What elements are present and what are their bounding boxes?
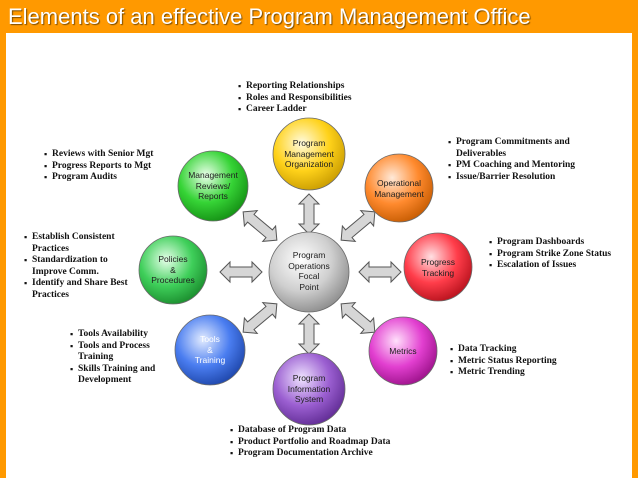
bullets-metrics: Data Tracking Metric Status Reporting Me… xyxy=(450,344,557,379)
bullet-item: Reviews with Senior Mgt xyxy=(44,149,153,161)
bullets-operational: Program Commitments and Deliverables PM … xyxy=(448,137,618,183)
bullet-item: Establish Consistent Practices xyxy=(24,232,132,255)
node-policies-label: Policies & Procedures xyxy=(151,254,195,285)
bullet-item: Career Ladder xyxy=(238,104,352,116)
bullet-item: Program Audits xyxy=(44,172,153,184)
node-metrics-circle xyxy=(368,316,438,386)
bullet-item: Tools Availability xyxy=(70,329,180,341)
bullet-item: Program Documentation Archive xyxy=(230,448,390,460)
bullets-policies: Establish Consistent Practices Standardi… xyxy=(24,232,132,302)
bullet-item: Database of Program Data xyxy=(230,425,390,437)
bullet-item: Skills Training and Development xyxy=(70,364,180,387)
bullet-item: Program Strike Zone Status xyxy=(489,249,629,261)
arrow-center-pmo xyxy=(297,193,321,235)
bullet-item: Issue/Barrier Resolution xyxy=(448,172,618,184)
bullet-item: Metric Status Reporting xyxy=(450,356,557,368)
bullets-information: Database of Program Data Product Portfol… xyxy=(230,425,390,460)
node-reviews-circle xyxy=(177,150,249,222)
bullets-reviews: Reviews with Senior Mgt Progress Reports… xyxy=(44,149,153,184)
node-metrics-label: Metrics xyxy=(389,346,417,356)
bullet-item: Program Dashboards xyxy=(489,237,629,249)
node-pmo-circle xyxy=(272,117,346,191)
bullets-progress: Program Dashboards Program Strike Zone S… xyxy=(489,237,629,272)
bullet-item: Progress Reports to Mgt xyxy=(44,161,153,173)
bullets-pmo: Reporting Relationships Roles and Respon… xyxy=(238,81,352,116)
arrow-center-policies xyxy=(219,260,263,284)
bullet-item: Metric Trending xyxy=(450,367,557,379)
bullet-item: Product Portfolio and Roadmap Data xyxy=(230,437,390,449)
node-policies-circle xyxy=(138,235,208,305)
bullet-item: Escalation of Issues xyxy=(489,260,629,272)
bullet-item: Identify and Share Best Practices xyxy=(24,278,132,301)
node-operational-label: Operational Management xyxy=(374,178,424,199)
bullet-item: Data Tracking xyxy=(450,344,557,356)
node-progress-circle xyxy=(403,232,473,302)
arrow-center-progress xyxy=(358,260,402,284)
bullet-item: Program Commitments and Deliverables xyxy=(448,137,618,160)
pmo-diagram xyxy=(138,117,473,426)
bullet-item: PM Coaching and Mentoring xyxy=(448,160,618,172)
bullet-item: Roles and Responsibilities xyxy=(238,93,352,105)
node-information-label: Program Information System xyxy=(287,373,331,404)
arrow-center-info xyxy=(297,313,321,355)
bullet-item: Reporting Relationships xyxy=(238,81,352,93)
slide-title: Elements of an effective Program Managem… xyxy=(8,4,531,29)
node-reviews-label: Management Reviews/ Reports xyxy=(188,170,238,201)
arrow-center-reviews xyxy=(242,210,278,242)
node-center-circle xyxy=(268,231,350,313)
bullet-item: Tools and Process Training xyxy=(70,341,180,364)
node-tools-label: Tools & Training xyxy=(194,334,226,365)
node-pmo-label: Program Management Organization xyxy=(284,138,334,169)
node-operational-circle xyxy=(364,153,434,223)
node-center-label: Program Operations Focal Point xyxy=(288,250,330,292)
bullet-item: Standardization to Improve Comm. xyxy=(24,255,132,278)
arrow-center-tools xyxy=(242,302,278,334)
node-progress-label: Progress Tracking xyxy=(420,257,455,278)
bullets-tools: Tools Availability Tools and Process Tra… xyxy=(70,329,180,387)
diagram-panel: Program Operations Focal Point Program M… xyxy=(6,33,632,478)
